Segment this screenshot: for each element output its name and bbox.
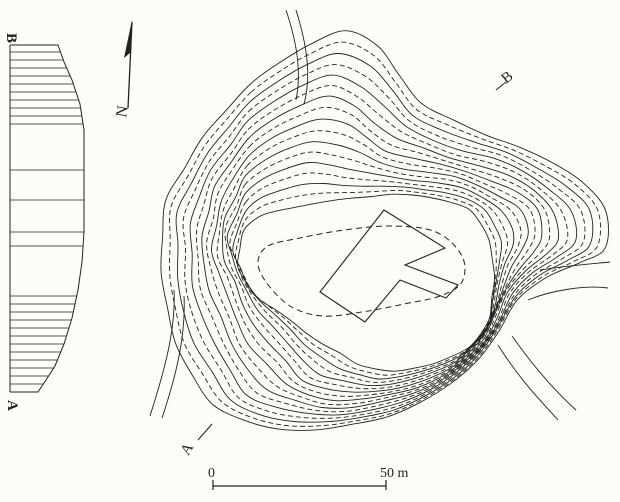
building-polygon: [319, 209, 459, 323]
scale-start-label: 0: [208, 466, 215, 481]
contour-line: [295, 9, 309, 105]
contour-line: [539, 261, 611, 271]
outer-contour-edges: [149, 9, 611, 421]
north-arrow-head: [124, 20, 132, 58]
contour-line: [211, 118, 543, 402]
contour-lines: [160, 30, 609, 431]
contour-line: [160, 30, 609, 431]
profile-bottom-label: A: [4, 400, 20, 411]
scale-bar: [212, 480, 387, 490]
contour-line: [527, 286, 609, 301]
profile-top-label: B: [3, 33, 19, 43]
scale-end-label: 50 m: [380, 466, 409, 481]
section-a-label: A: [178, 440, 197, 458]
section-marker-a: A: [178, 423, 213, 458]
contour-line: [232, 183, 503, 380]
profile-hatching: [10, 51, 84, 385]
contour-line: [175, 53, 594, 423]
contour-line: [216, 130, 536, 397]
contour-line: [206, 106, 551, 406]
building-outline: [319, 209, 459, 323]
contour-line: [237, 193, 495, 372]
section-a-tick: [197, 423, 213, 441]
section-b-label: B: [499, 68, 517, 87]
contour-line: [229, 172, 509, 383]
elevation-profile: [9, 44, 85, 393]
contour-line: [201, 95, 560, 409]
contour-line: [497, 344, 559, 421]
contour-line: [222, 141, 529, 393]
profile-outline: [10, 44, 85, 393]
contour-line: [224, 151, 522, 390]
contour-line: [189, 74, 578, 416]
contour-line: [169, 41, 602, 427]
contour-line: [285, 9, 299, 101]
section-marker-b: B: [495, 68, 517, 91]
contour-line: [511, 335, 577, 411]
contour-line: [195, 85, 569, 413]
contour-line: [149, 289, 175, 417]
contour-line: [235, 189, 497, 376]
section-b-tick: [495, 81, 507, 91]
north-arrow-icon: [124, 20, 133, 109]
contour-line: [161, 295, 185, 419]
north-arrow-label: N: [113, 104, 132, 119]
contour-line: [182, 64, 586, 419]
